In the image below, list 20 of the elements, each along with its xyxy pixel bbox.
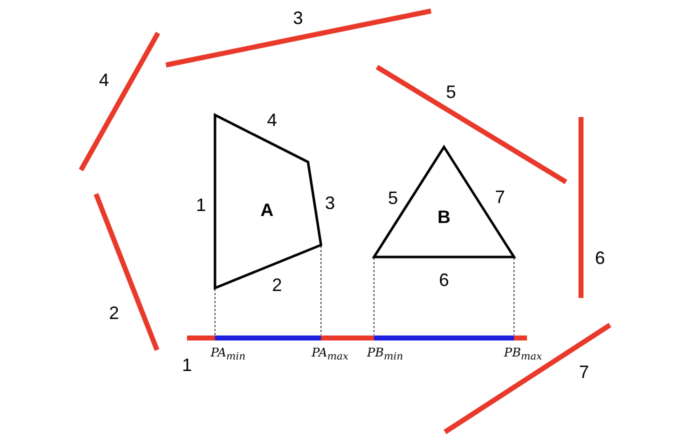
edge-number: 6 <box>439 271 449 289</box>
axis-number: 5 <box>446 83 456 101</box>
edge-number: 1 <box>196 196 206 214</box>
axis-number: 7 <box>579 363 589 381</box>
shape-label: B <box>438 208 450 226</box>
edge-number: 3 <box>325 194 335 212</box>
edge-number: 2 <box>272 276 282 294</box>
shape-label: A <box>260 201 274 219</box>
edge-number: 5 <box>388 189 398 207</box>
axis-number: 6 <box>595 249 605 267</box>
axis-number: 4 <box>99 71 109 89</box>
axis-number: 2 <box>109 304 119 322</box>
projection-label: PA$_{min}$ <box>210 345 246 365</box>
edge-number: 4 <box>267 111 277 129</box>
projection-label: PB$_{min}$ <box>366 345 404 365</box>
axis-number: 3 <box>293 9 303 27</box>
projection-label: PA$_{max}$ <box>312 345 348 365</box>
projection-label: PB$_{max}$ <box>504 345 542 365</box>
edge-number: 7 <box>495 188 505 206</box>
axis-number: 1 <box>182 356 192 374</box>
